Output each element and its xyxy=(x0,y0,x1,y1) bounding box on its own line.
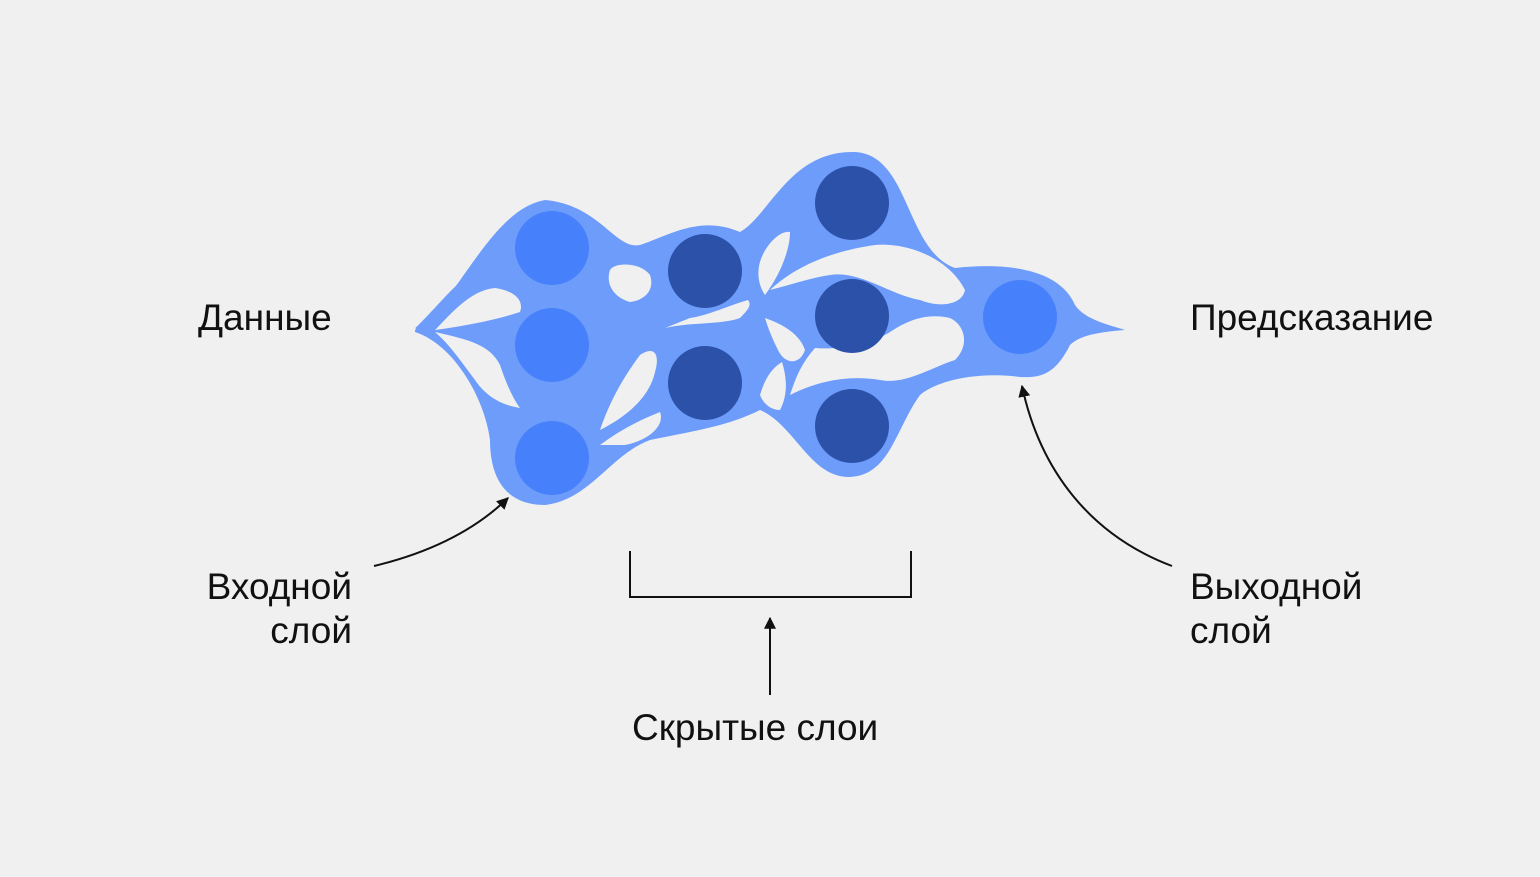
output-layer-label-line: слой xyxy=(1190,610,1272,652)
prediction-label: Предсказание xyxy=(1190,297,1434,338)
output-layer-nodes xyxy=(983,280,1057,354)
hidden-node xyxy=(815,166,889,240)
data-label: Данные xyxy=(198,297,332,338)
input-layer-label-line: слой xyxy=(270,610,352,652)
hidden-layer-1-nodes xyxy=(668,234,742,420)
input-node xyxy=(515,308,589,382)
input-layer-arrow xyxy=(373,497,509,567)
output-layer-label-line: Выходной xyxy=(1190,566,1363,607)
output-node xyxy=(983,280,1057,354)
membrane-gaps xyxy=(435,231,965,445)
hidden-layer-2-nodes xyxy=(815,166,889,463)
input-layer-label: Входной слой xyxy=(207,565,352,654)
output-layer-arrow xyxy=(1018,384,1173,567)
input-node xyxy=(515,421,589,495)
hidden-node xyxy=(668,346,742,420)
hidden-node xyxy=(815,389,889,463)
output-layer-label: Выходной слой xyxy=(1190,565,1362,654)
input-node xyxy=(515,211,589,285)
hidden-node xyxy=(668,234,742,308)
hidden-layers-label: Скрытые слои xyxy=(632,707,879,748)
input-layer-label-line: Входной xyxy=(206,566,352,607)
hidden-node xyxy=(815,279,889,353)
hidden-layers-bracket xyxy=(629,551,912,598)
input-layer-nodes xyxy=(515,211,589,495)
